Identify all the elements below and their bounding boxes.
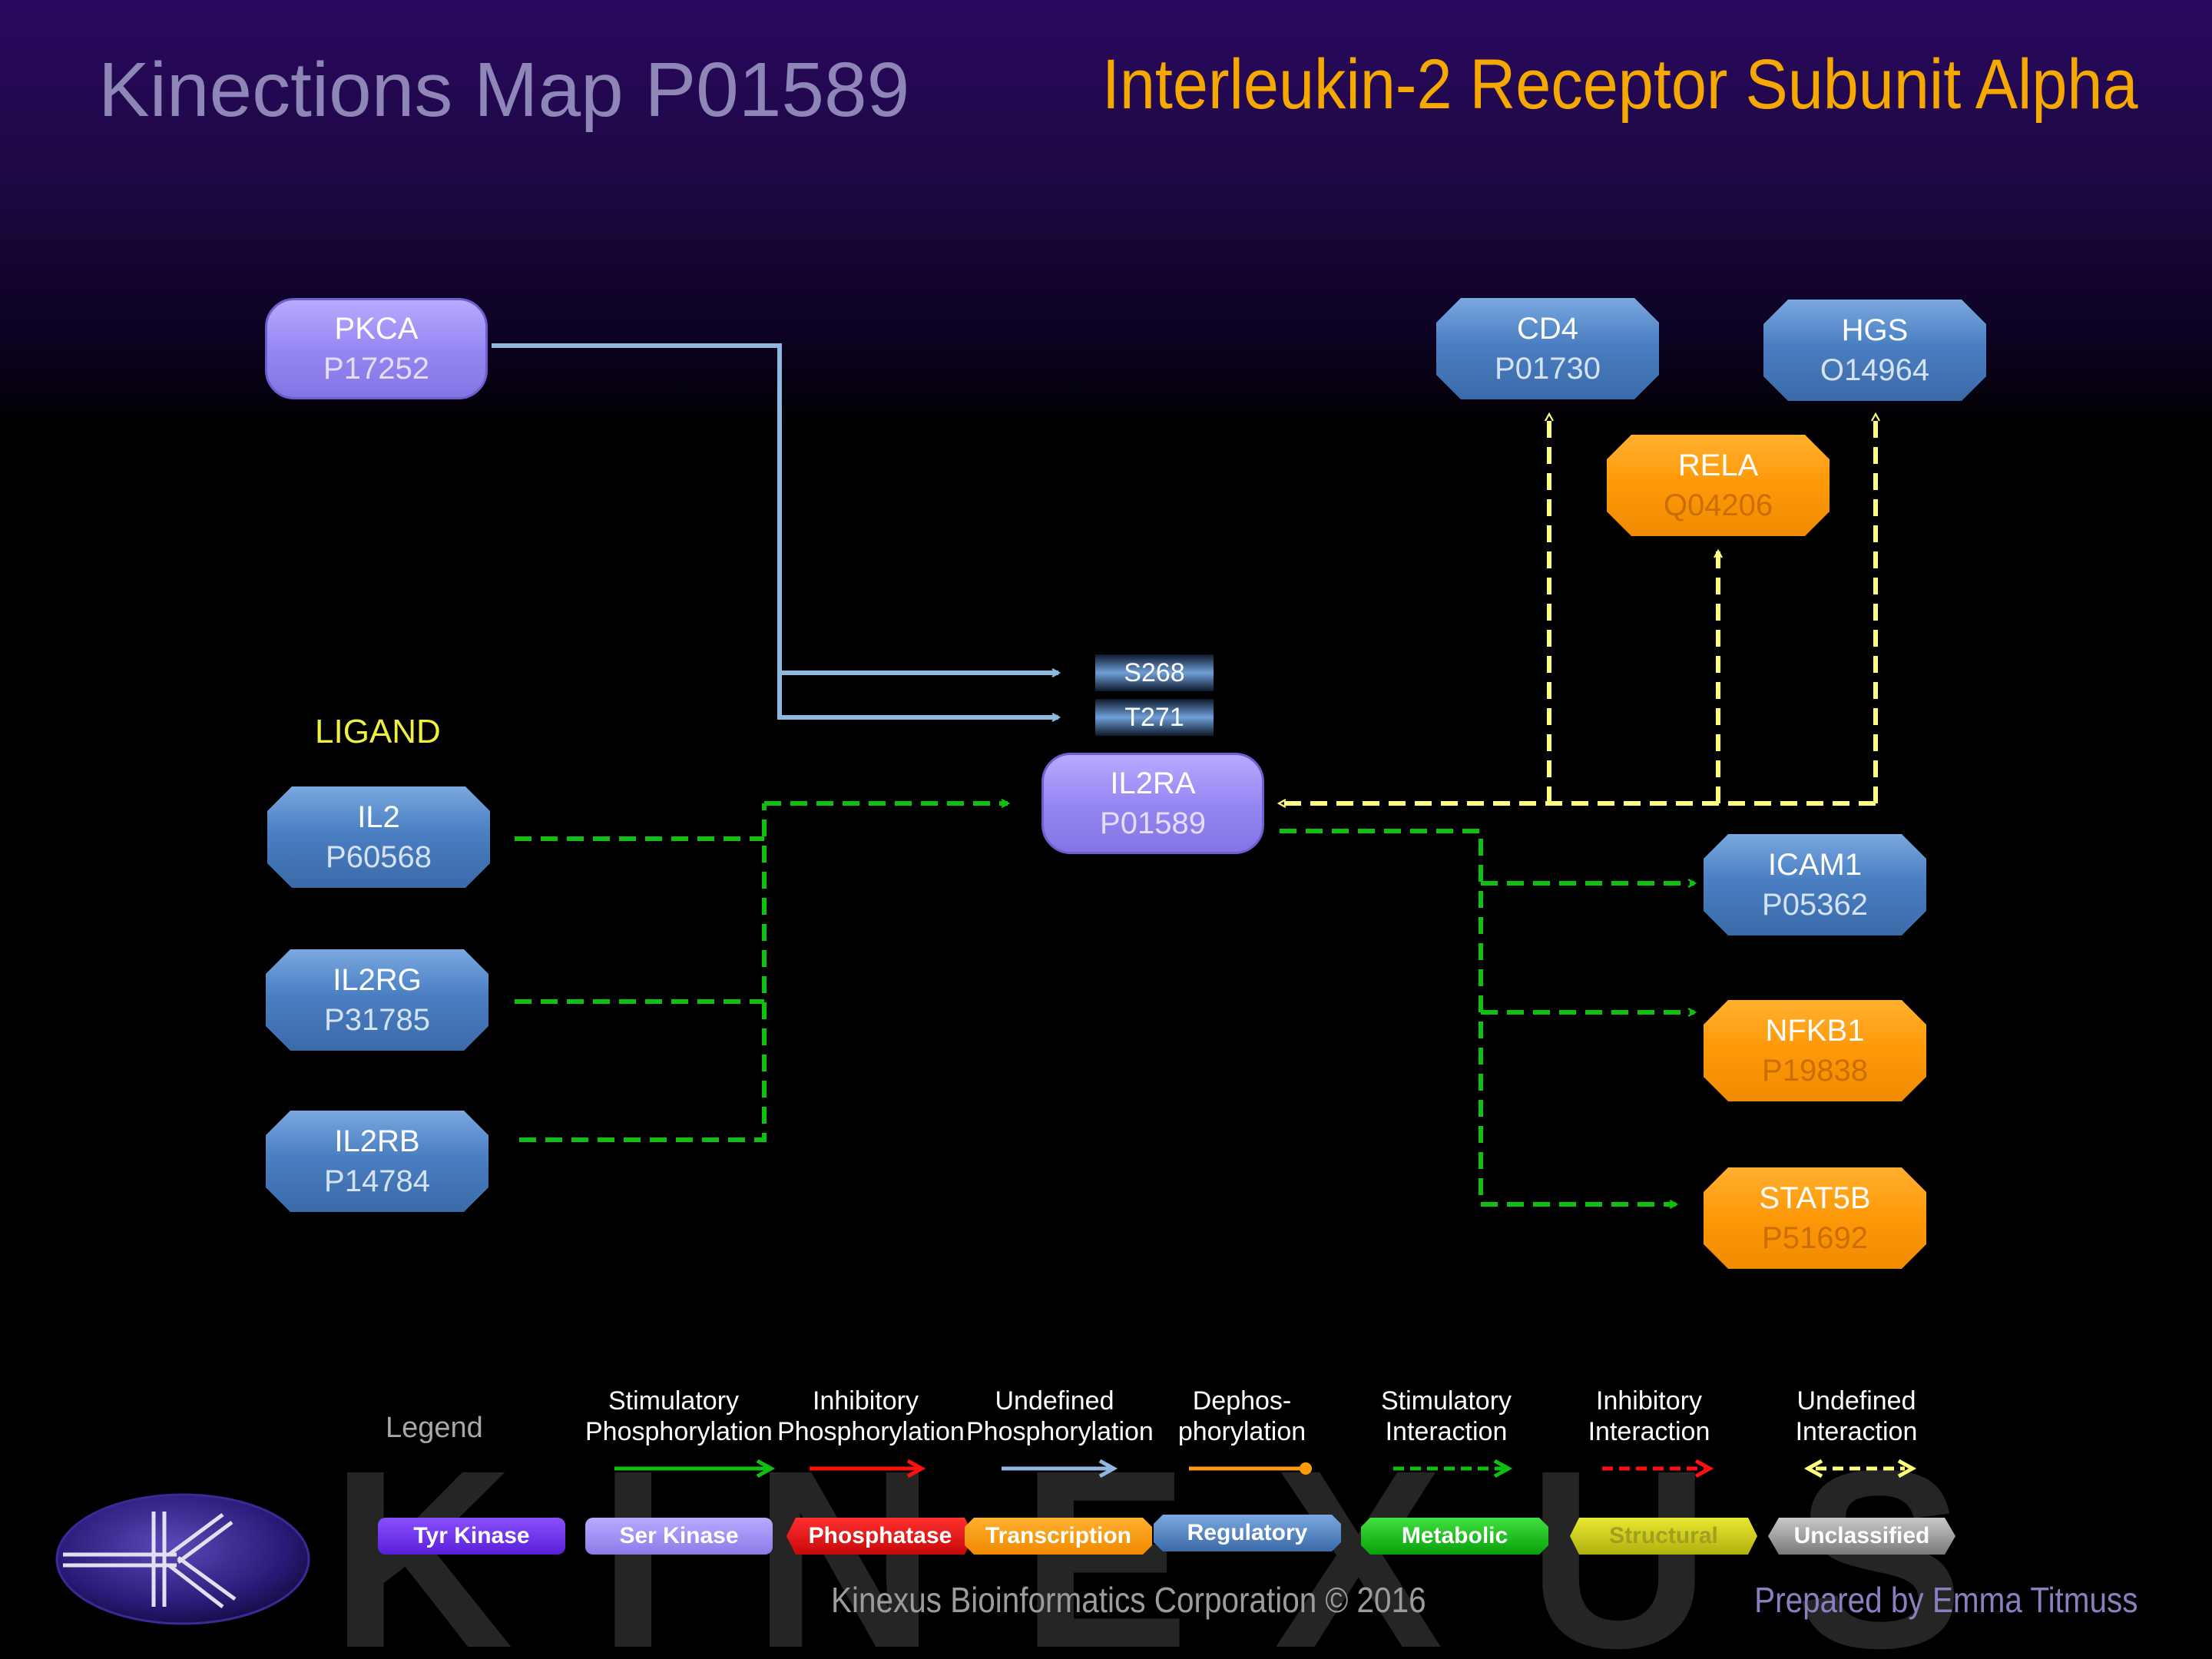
node-name: HGS (1841, 313, 1909, 347)
node-name: STAT5B (1759, 1181, 1871, 1215)
node-il2rg[interactable]: IL2RG P31785 (266, 949, 488, 1051)
footer-author: Prepared by Emma Titmuss (1754, 1580, 2138, 1620)
ligand-interaction-lines (515, 803, 1008, 1142)
node-name: RELA (1677, 449, 1759, 482)
legend-unclassified: Unclassified (1768, 1518, 1955, 1555)
legend-tyr-kinase: Tyr Kinase (378, 1518, 565, 1555)
kinexus-logo-icon (55, 1493, 310, 1625)
legend-title: Legend (386, 1412, 483, 1444)
legend-dephos-dot (1300, 1462, 1312, 1475)
node-name: IL2 (357, 800, 400, 834)
legend-ser-kinase: Ser Kinase (585, 1518, 773, 1555)
node-name: ICAM1 (1767, 848, 1863, 882)
il2rb-line (519, 803, 767, 1142)
site-t271: T271 (1095, 699, 1214, 736)
node-il2[interactable]: IL2 P60568 (267, 786, 490, 888)
node-accession: P31785 (324, 1003, 430, 1037)
legend-inhib-int-head (1694, 1459, 1714, 1479)
legend-caption-dephos: Dephos-phorylation (1177, 1386, 1306, 1446)
node-il2rb[interactable]: IL2RB P14784 (266, 1111, 488, 1212)
node-accession: P60568 (326, 840, 432, 874)
protein-name-title: Interleukin-2 Receptor Subunit Alpha (1102, 45, 2138, 124)
node-pkca[interactable]: PKCA P17252 (265, 298, 488, 399)
node-name: IL2RA (1110, 767, 1196, 800)
il2ra-downstream-trunk (1280, 829, 1483, 1204)
legend-inhib-phos-head (906, 1459, 926, 1479)
legend-arrows (614, 1459, 1917, 1479)
node-accession: O14964 (1820, 353, 1930, 387)
ligand-label: LIGAND (315, 713, 441, 750)
node-rela[interactable]: RELA Q04206 (1607, 435, 1830, 536)
node-accession: P01730 (1495, 352, 1601, 386)
pkca-to-t271-line (777, 673, 1058, 717)
legend-phosphatase: Phosphatase (786, 1518, 974, 1555)
undefined-interaction-lines (1280, 415, 1876, 803)
node-accession: P17252 (323, 352, 429, 386)
node-cd4[interactable]: CD4 P01730 (1436, 298, 1659, 399)
node-accession: P05362 (1762, 888, 1868, 922)
pkca-to-s268-line (492, 343, 1058, 673)
node-accession: P51692 (1762, 1221, 1868, 1255)
node-name: PKCA (334, 312, 419, 346)
legend-undef-phos-head (1098, 1459, 1118, 1479)
legend-metabolic: Metabolic (1361, 1518, 1548, 1555)
node-icam1[interactable]: ICAM1 P05362 (1704, 834, 1926, 935)
node-name: NFKB1 (1765, 1014, 1865, 1048)
map-title: Kinections Map P01589 (98, 47, 910, 133)
node-name: CD4 (1516, 312, 1579, 346)
legend-undef-int-head-right (1897, 1459, 1917, 1479)
legend-undef-int-head-left (1803, 1459, 1823, 1479)
node-stat5b[interactable]: STAT5B P51692 (1704, 1167, 1926, 1269)
node-accession: P01589 (1100, 806, 1206, 840)
node-accession: P19838 (1762, 1054, 1868, 1088)
node-accession: Q04206 (1663, 488, 1773, 522)
pkca-phosphorylation-lines (492, 343, 1058, 717)
node-accession: P14784 (324, 1164, 430, 1198)
legend-regulatory: Regulatory (1154, 1515, 1341, 1551)
legend-stim-phos-head (756, 1459, 776, 1479)
legend-transcription: Transcription (965, 1518, 1152, 1555)
node-il2ra[interactable]: IL2RA P01589 (1041, 753, 1264, 854)
legend-structural: Structural (1570, 1518, 1757, 1555)
node-nfkb1[interactable]: NFKB1 P19838 (1704, 1000, 1926, 1101)
downstream-interaction-lines (1280, 829, 1694, 1204)
legend-stim-int-head (1493, 1459, 1513, 1479)
kinexus-watermark: KINEXUS (330, 1459, 2048, 1659)
node-name: IL2RB (334, 1124, 420, 1158)
footer-credit: Kinexus Bioinformatics Corporation © 201… (831, 1580, 1426, 1620)
node-hgs[interactable]: HGS O14964 (1763, 300, 1986, 401)
node-name: IL2RG (333, 963, 422, 997)
site-s268: S268 (1095, 654, 1214, 691)
